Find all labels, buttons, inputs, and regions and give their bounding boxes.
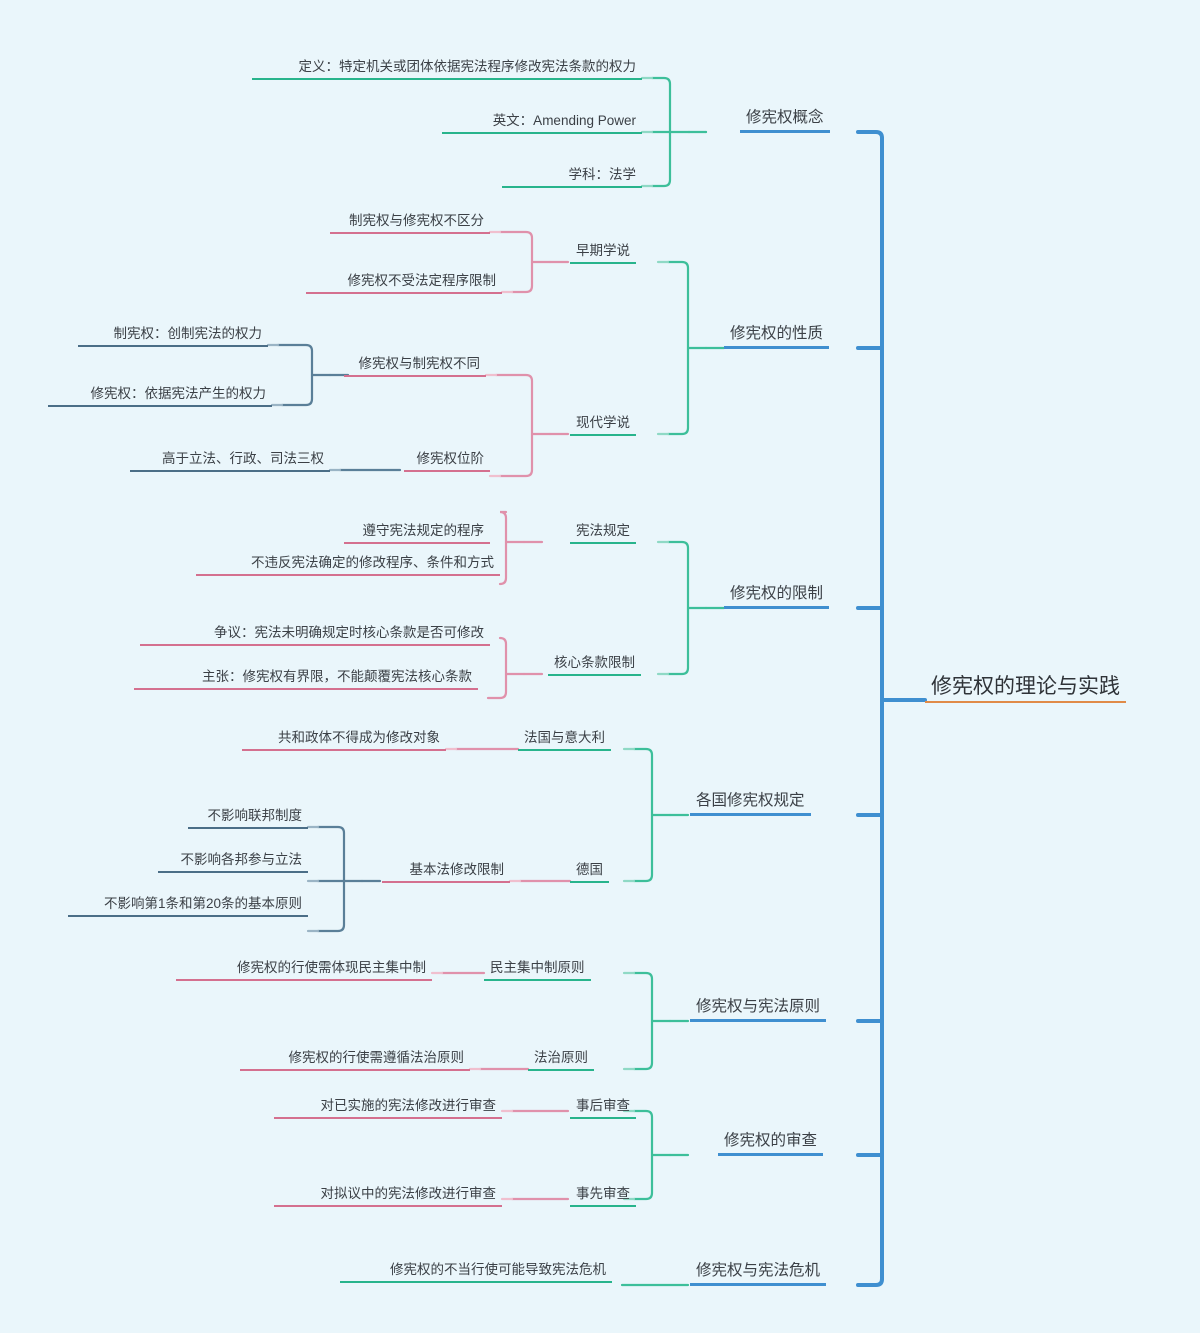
node-core-clause-limit-label: 核心条款限制	[554, 655, 635, 670]
node-rule-of-law-label: 法治原则	[534, 1050, 588, 1065]
node-constitutional-provisions[interactable]: 宪法规定	[570, 524, 636, 544]
node-no-violation-label: 不违反宪法确定的修改程序、条件和方式	[251, 555, 494, 570]
branch-node-nature[interactable]: 修宪权的性质	[724, 325, 830, 349]
node-amending-vs-constituent-label: 修宪权与制宪权不同	[358, 356, 481, 371]
node-no-effect-articles-label: 不影响第1条和第20条的基本原则	[103, 896, 302, 911]
node-review-proposed[interactable]: 对拟议中的宪法修改进行审查	[274, 1187, 502, 1207]
node-france-italy[interactable]: 法国与意大利	[518, 731, 611, 751]
branch-node-review-label: 修宪权的审查	[724, 1132, 818, 1149]
node-core-clause-dispute-label: 争议：宪法未明确规定时核心条款是否可修改	[214, 625, 484, 640]
node-no-distinction[interactable]: 制宪权与修宪权不区分	[330, 214, 490, 234]
branch-node-concept-label: 修宪权概念	[746, 109, 824, 126]
node-no-effect-federal[interactable]: 不影响联邦制度	[188, 809, 308, 829]
node-constituent-power-def-label: 制宪权：创制宪法的权力	[113, 326, 263, 341]
node-democratic-centralism[interactable]: 民主集中制原则	[484, 961, 591, 981]
root-node[interactable]: 修宪权的理论与实践	[925, 676, 1126, 703]
node-no-violation[interactable]: 不违反宪法确定的修改程序、条件和方式	[196, 556, 500, 576]
node-core-clause-claim-label: 主张：修宪权有界限，不能颠覆宪法核心条款	[202, 669, 472, 684]
node-review-proposed-label: 对拟议中的宪法修改进行审查	[320, 1186, 497, 1201]
branch-node-countries-label: 各国修宪权规定	[696, 792, 805, 809]
node-concept-discipline-label: 学科：法学	[568, 167, 637, 182]
branch-node-concept[interactable]: 修宪权概念	[740, 110, 830, 133]
node-basic-law-limits-label: 基本法修改限制	[409, 862, 505, 877]
node-constitutional-provisions-label: 宪法规定	[576, 523, 630, 538]
node-exercise-follow-rule-of-law[interactable]: 修宪权的行使需遵循法治原则	[240, 1051, 470, 1071]
node-review-implemented-label: 对已实施的宪法修改进行审查	[320, 1098, 497, 1113]
node-amending-rank[interactable]: 修宪权位阶	[404, 452, 490, 472]
node-concept-discipline[interactable]: 学科：法学	[502, 168, 642, 188]
node-amending-power-def[interactable]: 修宪权：依据宪法产生的权力	[48, 387, 272, 407]
node-concept-definition-label: 定义：特定机关或团体依据宪法程序修改宪法条款的权力	[298, 59, 637, 74]
branch-node-countries[interactable]: 各国修宪权规定	[690, 793, 811, 816]
node-core-clause-limit[interactable]: 核心条款限制	[548, 656, 641, 676]
node-amending-power-def-label: 修宪权：依据宪法产生的权力	[90, 386, 267, 401]
node-amending-rank-label: 修宪权位阶	[416, 451, 485, 466]
node-republic-unamendable[interactable]: 共和政体不得成为修改对象	[242, 731, 446, 751]
node-no-effect-state-legislation-label: 不影响各邦参与立法	[180, 852, 303, 867]
node-france-italy-label: 法国与意大利	[524, 730, 605, 745]
node-no-effect-federal-label: 不影响联邦制度	[207, 808, 303, 823]
node-rule-of-law[interactable]: 法治原则	[528, 1051, 594, 1071]
node-ex-post-review-label: 事后审查	[576, 1098, 630, 1113]
node-no-procedure-limit-label: 修宪权不受法定程序限制	[347, 273, 497, 288]
node-democratic-centralism-label: 民主集中制原则	[490, 960, 585, 975]
node-above-three-powers-label: 高于立法、行政、司法三权	[162, 451, 324, 466]
branch-node-nature-label: 修宪权的性质	[730, 325, 824, 342]
node-follow-procedure-label: 遵守宪法规定的程序	[362, 523, 485, 538]
node-early-doctrine-label: 早期学说	[576, 243, 630, 258]
node-no-procedure-limit[interactable]: 修宪权不受法定程序限制	[306, 274, 502, 294]
node-no-distinction-label: 制宪权与修宪权不区分	[349, 213, 484, 228]
branch-node-principles[interactable]: 修宪权与宪法原则	[690, 998, 827, 1022]
node-exercise-reflect-centralism[interactable]: 修宪权的行使需体现民主集中制	[176, 961, 432, 981]
node-concept-definition[interactable]: 定义：特定机关或团体依据宪法程序修改宪法条款的权力	[252, 60, 642, 80]
node-germany-label: 德国	[576, 862, 603, 877]
root-node-label: 修宪权的理论与实践	[931, 675, 1120, 698]
node-basic-law-limits[interactable]: 基本法修改限制	[382, 863, 510, 883]
node-amending-vs-constituent[interactable]: 修宪权与制宪权不同	[344, 357, 486, 377]
branch-node-review[interactable]: 修宪权的审查	[718, 1132, 824, 1156]
branch-node-crisis-label: 修宪权与宪法危机	[696, 1262, 821, 1279]
branch-node-crisis[interactable]: 修宪权与宪法危机	[690, 1262, 827, 1286]
node-concept-english-label: 英文：Amending Power	[492, 113, 636, 128]
node-exercise-reflect-centralism-label: 修宪权的行使需体现民主集中制	[237, 960, 426, 975]
node-review-implemented[interactable]: 对已实施的宪法修改进行审查	[274, 1099, 502, 1119]
node-improper-exercise-crisis[interactable]: 修宪权的不当行使可能导致宪法危机	[340, 1263, 612, 1283]
node-early-doctrine[interactable]: 早期学说	[570, 244, 636, 264]
node-no-effect-articles[interactable]: 不影响第1条和第20条的基本原则	[68, 897, 308, 917]
node-no-effect-state-legislation[interactable]: 不影响各邦参与立法	[158, 853, 308, 873]
node-germany[interactable]: 德国	[570, 863, 609, 883]
node-improper-exercise-crisis-label: 修宪权的不当行使可能导致宪法危机	[390, 1262, 606, 1277]
node-follow-procedure[interactable]: 遵守宪法规定的程序	[344, 524, 490, 544]
branch-node-principles-label: 修宪权与宪法原则	[696, 998, 821, 1015]
node-modern-doctrine[interactable]: 现代学说	[570, 416, 636, 436]
node-constituent-power-def[interactable]: 制宪权：创制宪法的权力	[78, 327, 268, 347]
node-ex-ante-review-label: 事先审查	[576, 1186, 630, 1201]
branch-node-limits-label: 修宪权的限制	[730, 585, 824, 602]
node-concept-english[interactable]: 英文：Amending Power	[442, 114, 642, 134]
node-ex-ante-review[interactable]: 事先审查	[570, 1187, 636, 1207]
node-republic-unamendable-label: 共和政体不得成为修改对象	[278, 730, 440, 745]
node-ex-post-review[interactable]: 事后审查	[570, 1099, 636, 1119]
node-modern-doctrine-label: 现代学说	[576, 415, 630, 430]
node-above-three-powers[interactable]: 高于立法、行政、司法三权	[130, 452, 330, 472]
node-core-clause-claim[interactable]: 主张：修宪权有界限，不能颠覆宪法核心条款	[134, 670, 478, 690]
node-core-clause-dispute[interactable]: 争议：宪法未明确规定时核心条款是否可修改	[140, 626, 490, 646]
node-exercise-follow-rule-of-law-label: 修宪权的行使需遵循法治原则	[288, 1050, 465, 1065]
branch-node-limits[interactable]: 修宪权的限制	[724, 585, 830, 609]
